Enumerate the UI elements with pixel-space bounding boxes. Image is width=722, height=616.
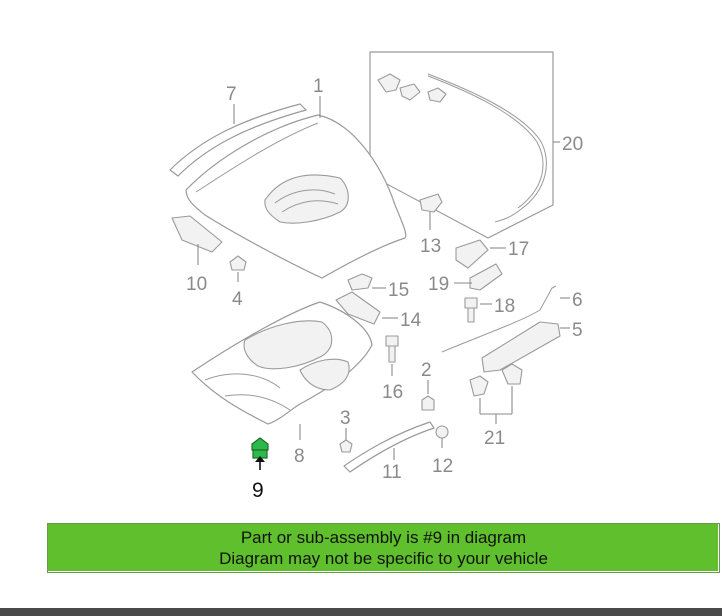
- callout-15: 15: [388, 280, 409, 301]
- insulator-part-8: 8: [191, 301, 373, 467]
- callout-12: 12: [432, 456, 453, 477]
- callout-2: 2: [421, 360, 432, 381]
- cap-part-12: 12: [432, 425, 453, 477]
- hood-part-1: 1: [185, 76, 407, 279]
- callout-5: 5: [572, 320, 583, 341]
- bolt-part-18: 18: [464, 296, 515, 323]
- callout-17: 17: [508, 239, 529, 260]
- cable-inset: 20: [369, 51, 583, 239]
- clip-part-2: 2: [421, 360, 435, 411]
- callout-4: 4: [232, 289, 243, 310]
- latch-parts: 15 14: [335, 273, 422, 331]
- seal-part-11: 11: [343, 421, 435, 483]
- callout-14: 14: [400, 310, 422, 331]
- callout-6: 6: [572, 290, 583, 311]
- bracket-part-10: 10: [171, 215, 223, 295]
- banner-background: [47, 523, 718, 571]
- rod-parts: 6 5: [441, 285, 583, 373]
- callout-18: 18: [494, 296, 515, 317]
- bumper-part-4: 4: [229, 255, 247, 310]
- clips-part-21: 21: [469, 363, 523, 449]
- stay-part-16: 16: [382, 335, 403, 403]
- callout-13: 13: [420, 236, 441, 257]
- callout-21: 21: [484, 428, 505, 449]
- bottom-bar: [0, 608, 722, 616]
- clip-part-3: 3: [339, 408, 353, 453]
- banner-line-2: Diagram may not be specific to your vehi…: [219, 549, 548, 568]
- callout-1: 1: [313, 76, 324, 97]
- info-banner: Part or sub-assembly is #9 in diagram Di…: [47, 523, 720, 573]
- callout-9: 9: [252, 479, 264, 502]
- seal-part-7: 7: [169, 84, 307, 177]
- callout-8: 8: [294, 446, 305, 467]
- callout-3: 3: [340, 408, 351, 429]
- hinge-group: 13 17 19: [419, 193, 529, 295]
- callout-19: 19: [428, 274, 449, 295]
- callout-7: 7: [226, 84, 237, 105]
- callout-10: 10: [186, 274, 207, 295]
- clip-part-9: 9: [251, 437, 269, 502]
- banner-line-1: Part or sub-assembly is #9 in diagram: [240, 528, 527, 547]
- callout-11: 11: [382, 462, 402, 483]
- callout-20: 20: [562, 134, 583, 155]
- callout-16: 16: [382, 382, 403, 403]
